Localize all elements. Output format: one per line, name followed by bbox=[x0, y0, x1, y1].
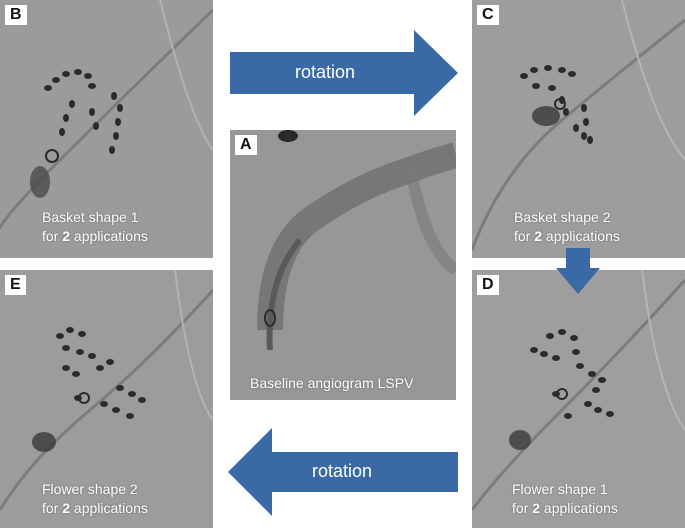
panel-b-caption: Basket shape 1 for 2 applications bbox=[42, 208, 148, 246]
panel-c-fluoroscopy: C Basket shape 2 for 2 applications bbox=[472, 0, 685, 258]
rotation-arrow-bottom-label: rotation bbox=[311, 461, 373, 481]
panel-a-angiogram: A Baseline angiogram LSPV bbox=[230, 130, 456, 400]
panel-b-fluoroscopy: B Basket shape 1 for 2 applications bbox=[0, 0, 213, 258]
panel-d-fluoroscopy: D Flower shape 1 for 2 applications bbox=[472, 270, 685, 528]
panel-c-caption-line2: for 2 applications bbox=[514, 228, 620, 244]
panel-c-electrodes bbox=[520, 65, 593, 144]
panel-e-image bbox=[0, 270, 213, 528]
panel-c-caption-line1: Basket shape 2 bbox=[514, 209, 611, 225]
panel-a-tag: A bbox=[235, 135, 257, 155]
rotation-arrow-right-icon bbox=[230, 30, 458, 116]
panel-b-caption-line2: for 2 applications bbox=[42, 228, 148, 244]
panel-a-caption: Baseline angiogram LSPV bbox=[250, 375, 414, 391]
panel-b-image bbox=[0, 0, 213, 258]
rotation-arrow-top-label: rotation bbox=[294, 62, 356, 82]
panel-d-caption-line2: for 2 applications bbox=[512, 500, 618, 516]
panel-e-fluoroscopy: E Flower shape 2 for 2 applications bbox=[0, 270, 213, 528]
panel-a-image bbox=[230, 130, 456, 400]
panel-d-caption-line1: Flower shape 1 bbox=[512, 481, 608, 497]
panel-e-caption-line1: Flower shape 2 bbox=[42, 481, 138, 497]
panel-b-electrodes bbox=[44, 69, 123, 154]
panel-b-caption-line1: Basket shape 1 bbox=[42, 209, 139, 225]
panel-c-caption: Basket shape 2 for 2 applications bbox=[514, 208, 620, 246]
panel-e-caption-line2: for 2 applications bbox=[42, 500, 148, 516]
panel-c-tag: C bbox=[477, 5, 499, 25]
down-arrow-icon bbox=[556, 248, 600, 294]
panel-d-image bbox=[472, 270, 685, 528]
rotation-arrow-left-icon bbox=[228, 428, 458, 516]
panel-d-tag: D bbox=[477, 275, 499, 295]
panel-b-tag: B bbox=[5, 5, 27, 25]
panel-d-caption: Flower shape 1 for 2 applications bbox=[512, 480, 618, 518]
panel-e-caption: Flower shape 2 for 2 applications bbox=[42, 480, 148, 518]
panel-e-tag: E bbox=[5, 275, 26, 295]
panel-c-image bbox=[472, 0, 685, 258]
